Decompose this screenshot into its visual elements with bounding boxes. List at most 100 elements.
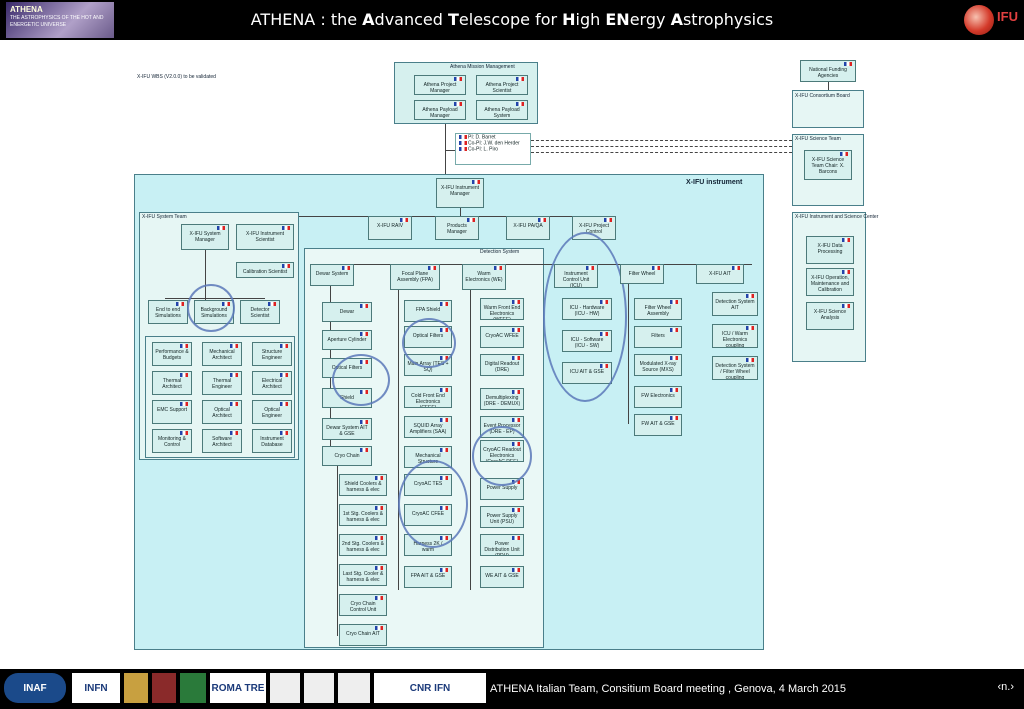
system-grid-box: Mechanical Architect [202,342,242,366]
flag-icon [637,388,679,394]
mission-title: Athena Mission Management [450,64,515,70]
fpa-item-box: FPA AIT & GSE [404,566,452,588]
university-logo [152,673,176,703]
flag-icon [407,568,449,574]
flag-icon [255,402,289,408]
we-item-box: CryoAC WFEE [480,326,524,348]
flag-icon [637,328,679,334]
cryo-item-box: 2nd Stg. Coolers & harness & elec [339,534,387,556]
dewar-item-box: Dewar [322,302,372,322]
top-row-box: Products Manager [435,216,479,240]
cryo-item-box: Shield Coolers & harness & elec [339,474,387,496]
flag-icon [637,356,679,362]
flag-icon [483,300,521,306]
science-team-chair-box: X-IFU Science Team Chair: X. Barcons [804,150,852,180]
flag-icon [393,266,437,272]
flag-icon [205,402,239,408]
top-row-box: X-IFU PA/QA [506,216,550,240]
flag-icon [715,294,755,300]
fw-item-box: FW AIT & GSE [634,414,682,436]
flag-icon [479,102,525,108]
dewar-item-box: Aperture Cylinder [322,330,372,350]
connector-line [531,152,797,153]
flag-icon [439,180,481,186]
flag-icon [637,416,679,422]
instrument-manager-box: X-IFU Instrument Manager [436,178,484,208]
connector-line [531,140,797,141]
flag-icon [417,77,463,83]
flag-icon [205,431,239,437]
flag-icon [342,566,384,572]
flag-icon [715,326,755,332]
flag-icon [417,102,463,108]
flag-icon [509,218,547,224]
flag-icon [255,431,289,437]
calibration-scientist-box: Calibration Scientist [236,262,294,278]
flag-icon [325,420,369,426]
fpa-item-box: Cold Front End Electronics (CFEE) [404,386,452,408]
highlight-circle [398,460,468,548]
flag-icon [575,218,613,224]
footer-caption: ATHENA Italian Team, Consitium Board mee… [490,683,847,695]
detection-system-label: Detection System [480,249,520,255]
flag-icon [637,300,679,306]
wbs-diagram: X-IFU WBS (V2.0.0) to be validated Athena… [0,40,1024,669]
science-center-item-box: X-IFU Science Analysis [806,302,854,330]
flag-icon [313,266,351,272]
flag-icon [325,304,369,310]
flag-icon [325,448,369,454]
system-manager-box: X-IFU System Manager [181,224,229,250]
flag-icon [184,226,226,232]
flag-icon [623,266,661,272]
we-item-box: Warm Front End Electronics (WFEE) [480,298,524,320]
science-center-label: X-IFU Instrument and Science Center [795,214,879,220]
xifu-ait-box: X-IFU AIT [696,264,744,284]
science-team-label: X-IFU Science Team [795,136,841,142]
connector-line [460,208,461,216]
ifu-logo: IFU [962,3,1018,37]
fw-item-box: FW Electronics [634,386,682,408]
flag-icon [342,476,384,482]
flag-icon [255,373,289,379]
flag-icon [483,328,521,334]
flag-icon [809,304,851,310]
system-grid-box: Monitoring & Control [152,429,192,453]
highlight-circle [472,426,532,486]
ait-item-box: Detection System / Filter Wheel coupling [712,356,758,380]
consortium-board-region [792,90,864,128]
connector-line [470,290,471,590]
system-row-box: End to end Simulations [148,300,188,324]
system-grid-box: Thermal Engineer [202,371,242,395]
filter-wheel-box: Filter Wheel [620,264,664,284]
university-logo [304,673,334,703]
flag-icon [243,302,277,308]
highlight-circle [187,284,235,332]
instrument-scientist-box: X-IFU Instrument Scientist [236,224,294,250]
flag-icon [371,218,409,224]
flag-icon [342,536,384,542]
system-grid-box: Instrument Database [252,429,292,453]
flag-icon [483,390,521,396]
we-item-box: Power Distribution Unit (PDU) [480,534,524,556]
highlight-circle [543,232,627,402]
system-grid-box: Performance & Budgets [152,342,192,366]
university-logo [270,673,300,703]
cnr-ifn-logo: CNR IFN [374,673,486,703]
flag-icon [438,218,476,224]
wbs-note: X-IFU WBS (V2.0.0) to be validated [137,74,216,80]
we-item-box: WE AIT & GSE [480,566,524,588]
ait-item-box: Detection System AIT [712,292,758,316]
flag-icon [407,418,449,424]
system-grid-box: Thermal Architect [152,371,192,395]
inaf-logo: INAF [4,673,66,703]
dewar-item-box: Cryo Chain [322,446,372,466]
system-grid-box: Electrical Architect [252,371,292,395]
flag-icon [465,266,503,272]
flag-icon [479,77,525,83]
system-grid-box: Structure Engineer [252,342,292,366]
infn-logo: INFN [72,673,120,703]
university-logo [180,673,206,703]
flag-icon [809,238,851,244]
